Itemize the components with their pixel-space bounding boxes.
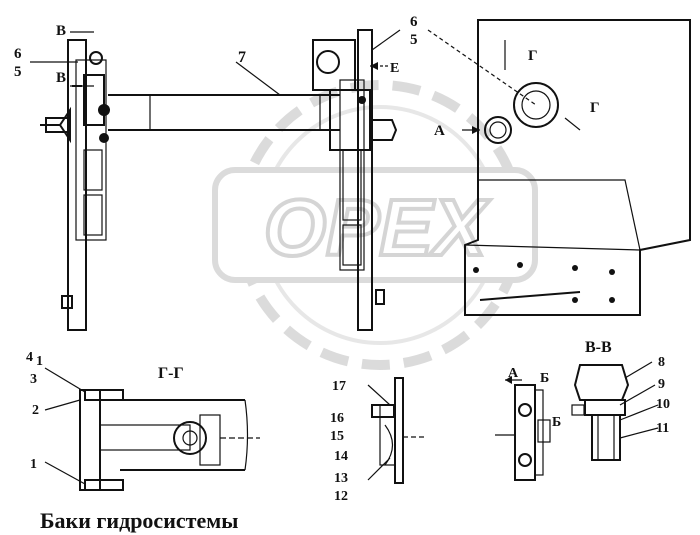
view-arrow-v-top: В [56,23,66,39]
callout-17: 17 [332,379,346,394]
callout-10: 10 [656,397,670,412]
callout-leaders [30,29,659,485]
callout-16: 16 [330,411,344,426]
view-arrow-a-top: А [434,123,445,139]
callout-15: 15 [330,429,344,444]
watermark-logo: OPEX [212,80,538,370]
callout-8: 8 [658,355,665,370]
callout-14: 14 [334,449,348,464]
callout-11: 11 [656,421,669,436]
left-tank-view [40,39,110,331]
section-valve [371,377,425,484]
view-a [495,384,551,481]
callout-3: 3 [30,372,37,387]
connecting-pipe [108,94,340,131]
right-tank-view [464,19,691,316]
callout-4: 4 [26,350,33,365]
section-g-g-title: Г-Г [158,365,184,382]
section-v-v [571,364,630,461]
view-arrow-g-top: Г [528,48,538,64]
callout-6-right: 6 [410,14,418,30]
callout-13: 13 [334,471,348,486]
callout-1-bottom: 1 [30,457,37,472]
callout-2: 2 [32,403,39,418]
section-g-g [79,389,260,491]
drawing-caption: Баки гидросистемы [40,508,238,533]
watermark-text: OPEX [264,183,491,272]
section-v-v-title: В-В [585,339,612,356]
view-arrow-g-right: Г [590,100,600,116]
direction-arrows [70,31,522,384]
callout-6-left: 6 [14,46,22,62]
view-arrow-v-bottom: В [56,70,66,86]
callout-7: 7 [238,49,246,66]
callout-12: 12 [334,489,348,504]
view-arrow-a-bottom: А [508,366,519,381]
callout-5-right: 5 [410,32,418,48]
view-arrow-e: Е [390,61,399,76]
leader-line-6 [427,29,537,106]
middle-tank-view [312,29,398,331]
view-arrow-b-bottom: Б [552,415,561,430]
callout-5-left: 5 [14,64,22,80]
view-arrow-b-top: Б [540,371,549,386]
callout-9: 9 [658,377,665,392]
callout-1-top: 1 [36,354,43,369]
